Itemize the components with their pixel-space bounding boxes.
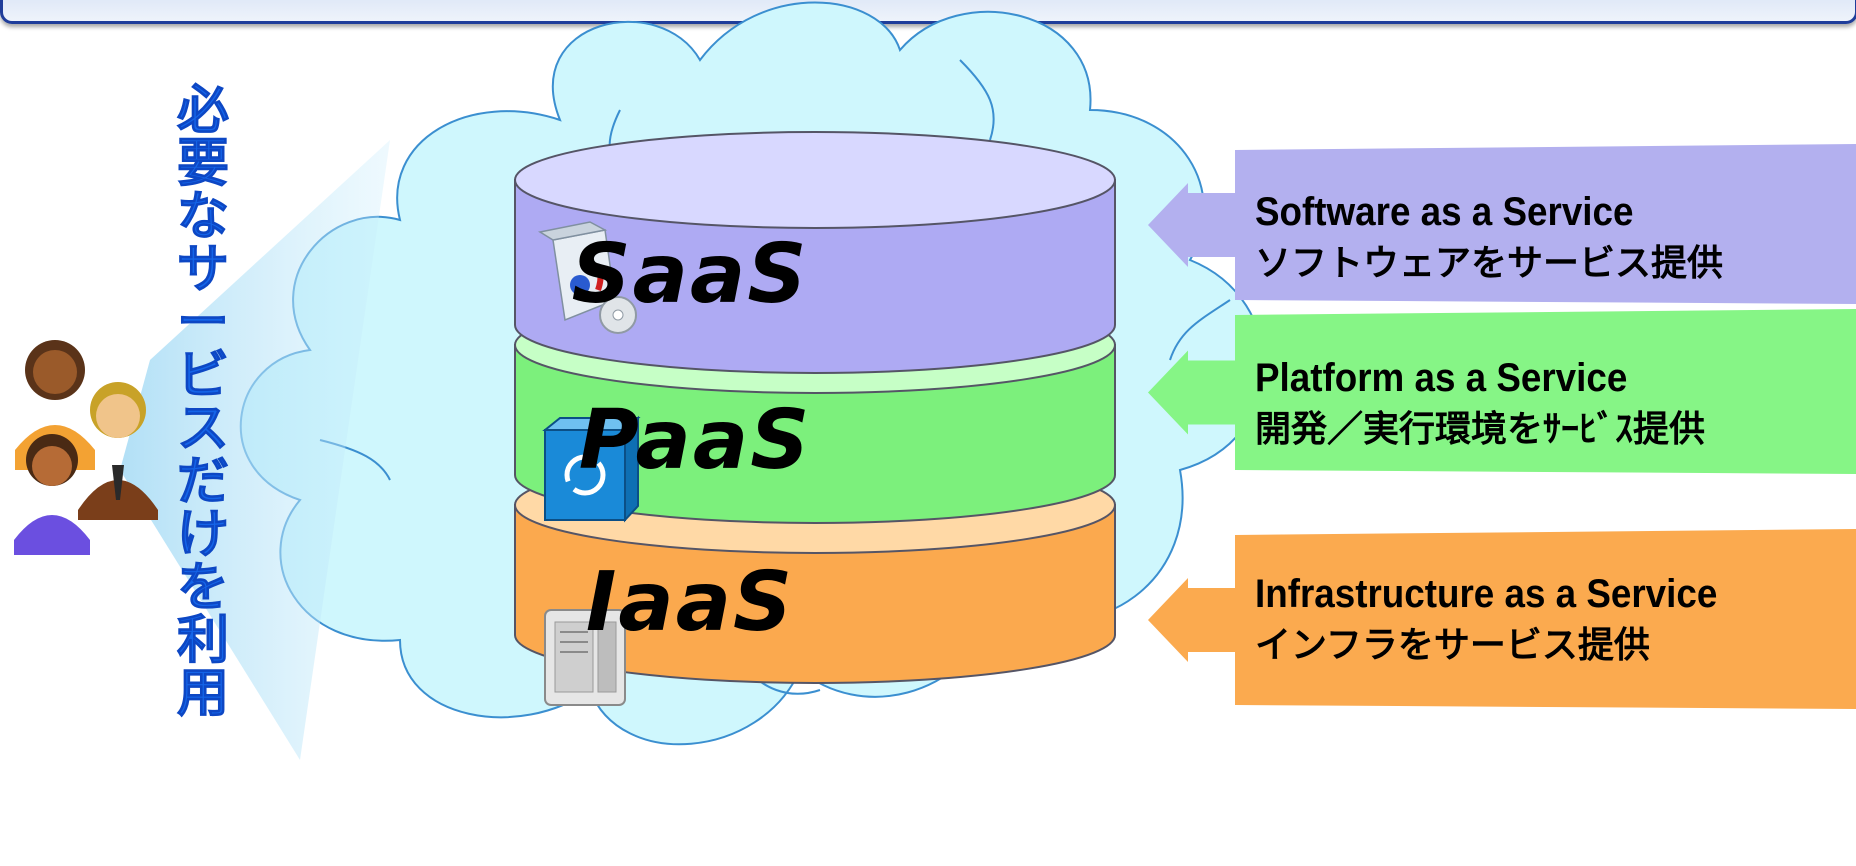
caption-char: け bbox=[176, 505, 229, 565]
users-group-icon bbox=[14, 340, 158, 555]
paas-label: PaaS bbox=[578, 393, 812, 488]
iaas-japanese-name: インフラをサービス提供 bbox=[1255, 625, 1650, 666]
server-icon bbox=[544, 609, 626, 706]
caption-char: 利 bbox=[176, 611, 229, 671]
platform-cube-icon bbox=[542, 415, 641, 523]
top-banner bbox=[0, 0, 1856, 24]
saas-arrow bbox=[1148, 144, 1856, 304]
caption-char: ビ bbox=[176, 346, 229, 406]
paas-description: Platform as a Service 開発／実行環境をｻｰﾋﾞｽ提供 bbox=[1255, 352, 1705, 456]
paas-japanese-name: 開発／実行環境をｻｰﾋﾞｽ提供 bbox=[1255, 409, 1706, 450]
saas-cylinder-body bbox=[514, 179, 1116, 374]
usage-beam bbox=[120, 140, 390, 760]
caption-char: だ bbox=[176, 452, 229, 512]
saas-english-name: Software as a Service bbox=[1255, 190, 1634, 234]
caption-char: な bbox=[176, 187, 229, 247]
iaas-description: Infrastructure as a Service インフラをサービス提供 bbox=[1255, 568, 1757, 672]
caption-char: ー bbox=[176, 293, 229, 353]
saas-layer bbox=[514, 131, 1116, 374]
saas-japanese-name: ソフトウェアをサービス提供 bbox=[1255, 243, 1724, 284]
saas-description: Software as a Service ソフトウェアをサービス提供 bbox=[1255, 186, 1723, 290]
saas-cylinder-top bbox=[514, 131, 1116, 229]
caption-char: サ bbox=[176, 240, 229, 300]
paas-english-name: Platform as a Service bbox=[1255, 356, 1628, 400]
caption-char: を bbox=[176, 558, 229, 618]
software-box-icon bbox=[537, 221, 637, 334]
paas-arrow bbox=[1148, 309, 1856, 474]
caption-char: 必 bbox=[176, 81, 229, 141]
caption-char: ス bbox=[176, 399, 229, 459]
iaas-label: IaaS bbox=[585, 555, 795, 650]
caption-char: 用 bbox=[176, 664, 229, 724]
caption-char: 要 bbox=[176, 134, 229, 194]
saas-label: SaaS bbox=[571, 227, 809, 322]
iaas-english-name: Infrastructure as a Service bbox=[1255, 572, 1718, 616]
iaas-arrow bbox=[1148, 529, 1856, 709]
